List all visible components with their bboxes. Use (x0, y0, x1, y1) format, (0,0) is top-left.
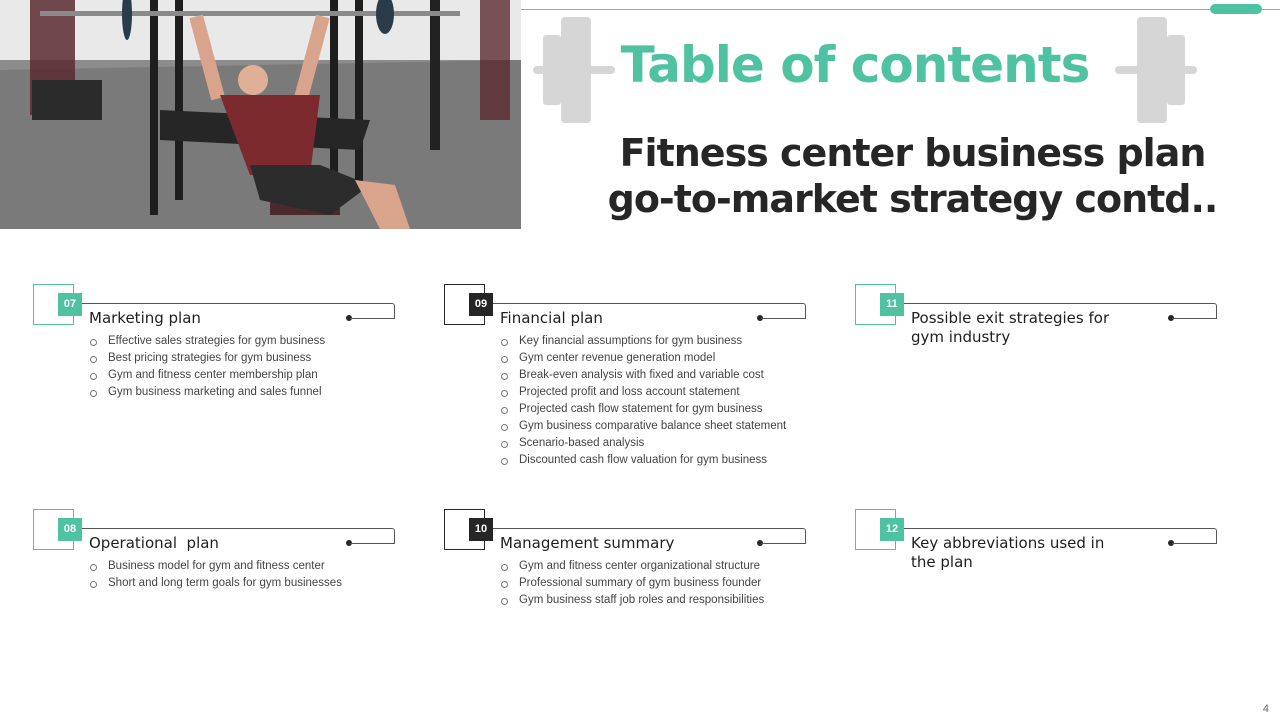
section-dot (757, 540, 763, 546)
list-item: Short and long term goals for gym busine… (90, 575, 342, 592)
list-item: Gym business staff job roles and respons… (501, 592, 764, 609)
section-dot (1168, 315, 1174, 321)
section-items: Gym and fitness center organizational st… (501, 558, 764, 609)
list-item: Scenario-based analysis (501, 435, 786, 452)
section-connector-line (82, 303, 395, 319)
section-dot (757, 315, 763, 321)
section-connector-line (761, 318, 806, 319)
section-title: Possible exit strategies for gym industr… (911, 309, 1110, 346)
list-item: Best pricing strategies for gym business (90, 350, 325, 367)
section-connector-line (761, 543, 806, 544)
section-connector-line (493, 528, 806, 544)
section-number: 11 (880, 293, 904, 316)
section-items: Effective sales strategies for gym busin… (90, 333, 325, 401)
list-item: Gym business marketing and sales funnel (90, 384, 325, 401)
list-item: Effective sales strategies for gym busin… (90, 333, 325, 350)
section-items: Business model for gym and fitness cente… (90, 558, 342, 592)
list-item: Gym and fitness center organizational st… (501, 558, 764, 575)
list-item: Gym business comparative balance sheet s… (501, 418, 786, 435)
section-connector-line (904, 303, 1217, 319)
section-connector-line (82, 528, 395, 544)
section-dot (1168, 540, 1174, 546)
section-connector-line (493, 303, 806, 319)
header-accent-pill (1210, 4, 1262, 14)
section-connector-line (350, 543, 395, 544)
section-connector-line (350, 318, 395, 319)
list-item: Professional summary of gym business fou… (501, 575, 764, 592)
section-number: 08 (58, 518, 82, 541)
section-title: Marketing plan (89, 309, 201, 327)
section-dot (346, 540, 352, 546)
list-item: Business model for gym and fitness cente… (90, 558, 342, 575)
header-divider-line (521, 9, 1280, 10)
section-number: 07 (58, 293, 82, 316)
page-subtitle: Fitness center business plan go-to-marke… (607, 131, 1219, 221)
list-item: Projected cash flow statement for gym bu… (501, 401, 786, 418)
list-item: Projected profit and loss account statem… (501, 384, 786, 401)
section-number: 09 (469, 293, 493, 316)
section-dot (346, 315, 352, 321)
gym-photo (0, 0, 521, 229)
dumbbell-icon (1115, 17, 1197, 123)
dumbbell-icon (533, 17, 615, 123)
page-title: Table of contents (620, 36, 1091, 94)
section-number: 12 (880, 518, 904, 541)
list-item: Gym and fitness center membership plan (90, 367, 325, 384)
section-title: Management summary (500, 534, 675, 552)
section-title: Financial plan (500, 309, 603, 327)
section-title: Operational plan (89, 534, 219, 552)
section-title: Key abbreviations used in the plan (911, 534, 1105, 571)
section-connector-line (1172, 318, 1217, 319)
list-item: Break-even analysis with fixed and varia… (501, 367, 786, 384)
page-number: 4 (1262, 703, 1269, 715)
list-item: Gym center revenue generation model (501, 350, 786, 367)
section-number: 10 (469, 518, 493, 541)
section-items: Key financial assumptions for gym busine… (501, 333, 786, 469)
list-item: Discounted cash flow valuation for gym b… (501, 452, 786, 469)
section-connector-line (1172, 543, 1217, 544)
section-connector-line (904, 528, 1217, 544)
list-item: Key financial assumptions for gym busine… (501, 333, 786, 350)
